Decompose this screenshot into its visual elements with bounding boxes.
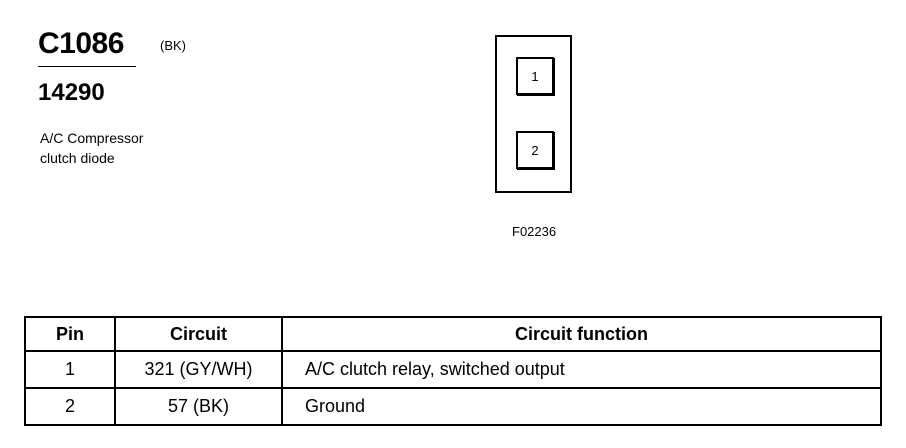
table-row: 1 321 (GY/WH) A/C clutch relay, switched… bbox=[24, 350, 882, 389]
description-line-1: A/C Compressor bbox=[40, 130, 144, 146]
pin-table: Pin Circuit Circuit function 1 321 (GY/W… bbox=[24, 316, 882, 426]
table-row: 2 57 (BK) Ground bbox=[24, 387, 882, 426]
pin-cavity-2: 2 bbox=[516, 131, 554, 169]
pin-cell: 1 bbox=[24, 350, 116, 389]
header-circuit: Circuit bbox=[114, 316, 283, 352]
function-cell: A/C clutch relay, switched output bbox=[281, 350, 882, 389]
connector-color-code: (BK) bbox=[160, 38, 186, 53]
connector-id: C1086 bbox=[38, 27, 124, 60]
header-circuit-function: Circuit function bbox=[281, 316, 882, 352]
function-cell: Ground bbox=[281, 387, 882, 426]
circuit-cell: 321 (GY/WH) bbox=[114, 350, 283, 389]
title-underline bbox=[38, 66, 136, 67]
part-number: 14290 bbox=[38, 79, 105, 106]
table-header-row: Pin Circuit Circuit function bbox=[24, 316, 882, 352]
pin-cavity-1: 1 bbox=[516, 57, 554, 95]
connector-description: A/C Compressor clutch diode bbox=[40, 128, 210, 168]
circuit-cell: 57 (BK) bbox=[114, 387, 283, 426]
figure-code: F02236 bbox=[512, 224, 557, 239]
description-line-2: clutch diode bbox=[40, 150, 115, 166]
header-pin: Pin bbox=[24, 316, 116, 352]
connector-face-outline bbox=[495, 35, 572, 193]
pin-cell: 2 bbox=[24, 387, 116, 426]
